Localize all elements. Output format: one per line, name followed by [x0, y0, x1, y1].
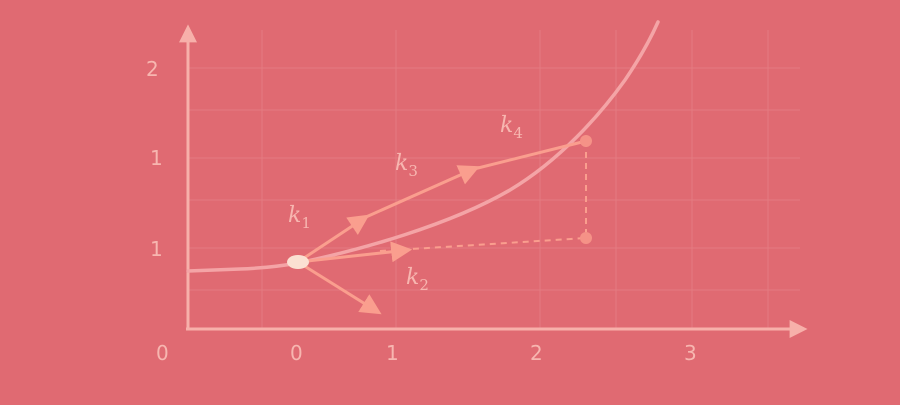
downward-slope-arrow [297, 260, 382, 315]
start-point [287, 255, 309, 269]
k2-label: k2 [406, 265, 429, 294]
dashed-estimate-line [379, 237, 587, 252]
k4-slope-line [469, 139, 587, 172]
x-tick-label: 2 [530, 341, 543, 365]
estimate-end-point [580, 232, 592, 244]
k1-slope-arrow [297, 214, 370, 264]
x-tick-label: 0 [290, 341, 303, 365]
k2-slope-arrow [297, 241, 413, 264]
y-tick-label: 1 [150, 146, 163, 170]
k4-label: k4 [500, 113, 523, 142]
k4-end-point [580, 135, 592, 147]
y-tick-label: 1 [150, 237, 163, 261]
y-tick-label: 2 [146, 57, 159, 81]
k3-label: k3 [395, 151, 418, 180]
x-tick-label: 0 [156, 341, 169, 365]
grid [188, 30, 800, 328]
x-tick-label: 1 [386, 341, 399, 365]
x-tick-label: 3 [684, 341, 697, 365]
k3-slope-arrow [365, 165, 480, 219]
k1-label: k1 [288, 203, 311, 232]
